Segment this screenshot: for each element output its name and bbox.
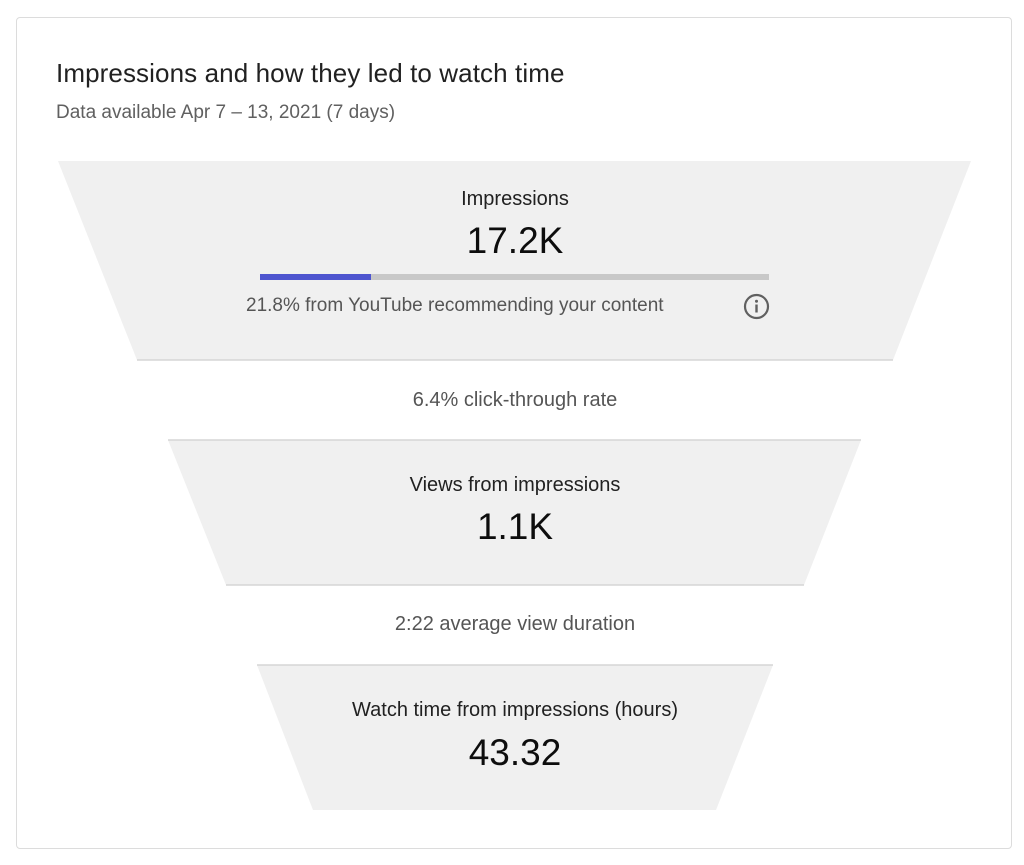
card-subtitle: Data available Apr 7 – 13, 2021 (7 days) xyxy=(56,102,396,123)
recommendation-progress-fill xyxy=(260,274,371,280)
impressions-funnel-card xyxy=(16,17,1012,849)
watch-time-label: Watch time from impressions (hours) xyxy=(352,699,678,721)
impressions-label: Impressions xyxy=(461,188,569,210)
views-label: Views from impressions xyxy=(409,474,621,496)
click-through-rate-text: 6.4% click-through rate xyxy=(412,389,618,411)
info-icon[interactable] xyxy=(743,293,770,320)
views-value: 1.1K xyxy=(476,506,554,547)
average-view-duration-text: 2:22 average view duration xyxy=(394,613,636,635)
watch-time-value: 43.32 xyxy=(468,732,562,773)
impressions-value: 17.2K xyxy=(466,220,564,261)
recommendation-share-text: 21.8% from YouTube recommending your con… xyxy=(246,295,664,316)
card-title: Impressions and how they led to watch ti… xyxy=(56,58,565,88)
recommendation-progress-bar xyxy=(260,274,769,280)
